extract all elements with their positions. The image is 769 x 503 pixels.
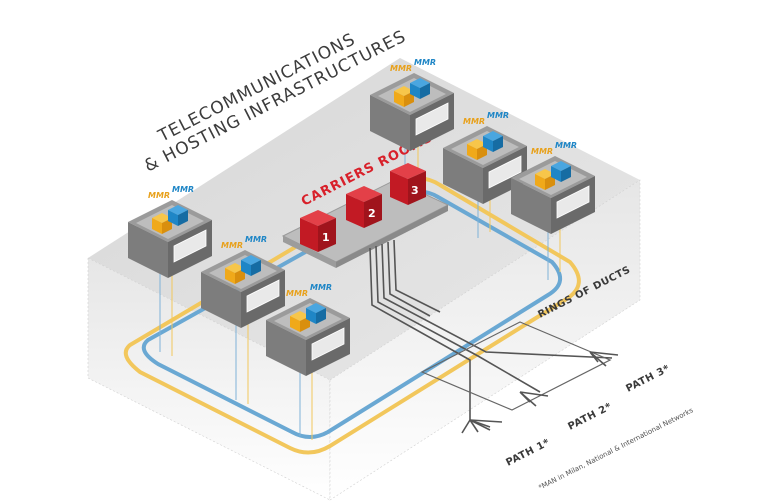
mmr-label-yellow: MMR bbox=[531, 147, 553, 156]
path-fork-arrows bbox=[461, 351, 619, 434]
mmr-label-yellow: MMR bbox=[286, 289, 308, 298]
svg-text:2: 2 bbox=[368, 207, 376, 220]
mmr-label-blue: MMR bbox=[414, 58, 436, 67]
svg-text:3: 3 bbox=[411, 184, 419, 197]
mmr-label-yellow: MMR bbox=[463, 117, 485, 126]
mmr-label-blue: MMR bbox=[172, 185, 194, 194]
mmr-label-yellow: MMR bbox=[221, 241, 243, 250]
svg-text:1: 1 bbox=[322, 231, 330, 244]
path-2-label: PATH 2* bbox=[566, 401, 614, 433]
carrier-room-3: 3 bbox=[390, 163, 426, 205]
mmr-label-yellow: MMR bbox=[148, 191, 170, 200]
path-cables bbox=[369, 239, 613, 431]
footnote: *MAN in Milan, National & International … bbox=[537, 406, 695, 492]
mmr-label-blue: MMR bbox=[487, 111, 509, 120]
carrier-room-1: 1 bbox=[300, 210, 336, 252]
mmr-label-blue: MMR bbox=[310, 283, 332, 292]
carrier-room-2: 2 bbox=[346, 186, 382, 228]
mmr-label-blue: MMR bbox=[555, 141, 577, 150]
yellow-duct-ring bbox=[123, 176, 581, 455]
path-1-label: PATH 1* bbox=[504, 437, 552, 469]
mmr-label-blue: MMR bbox=[245, 235, 267, 244]
mmr-label-yellow: MMR bbox=[390, 64, 412, 73]
path-3-label: PATH 3* bbox=[624, 363, 672, 395]
path-route-outline bbox=[420, 321, 612, 411]
